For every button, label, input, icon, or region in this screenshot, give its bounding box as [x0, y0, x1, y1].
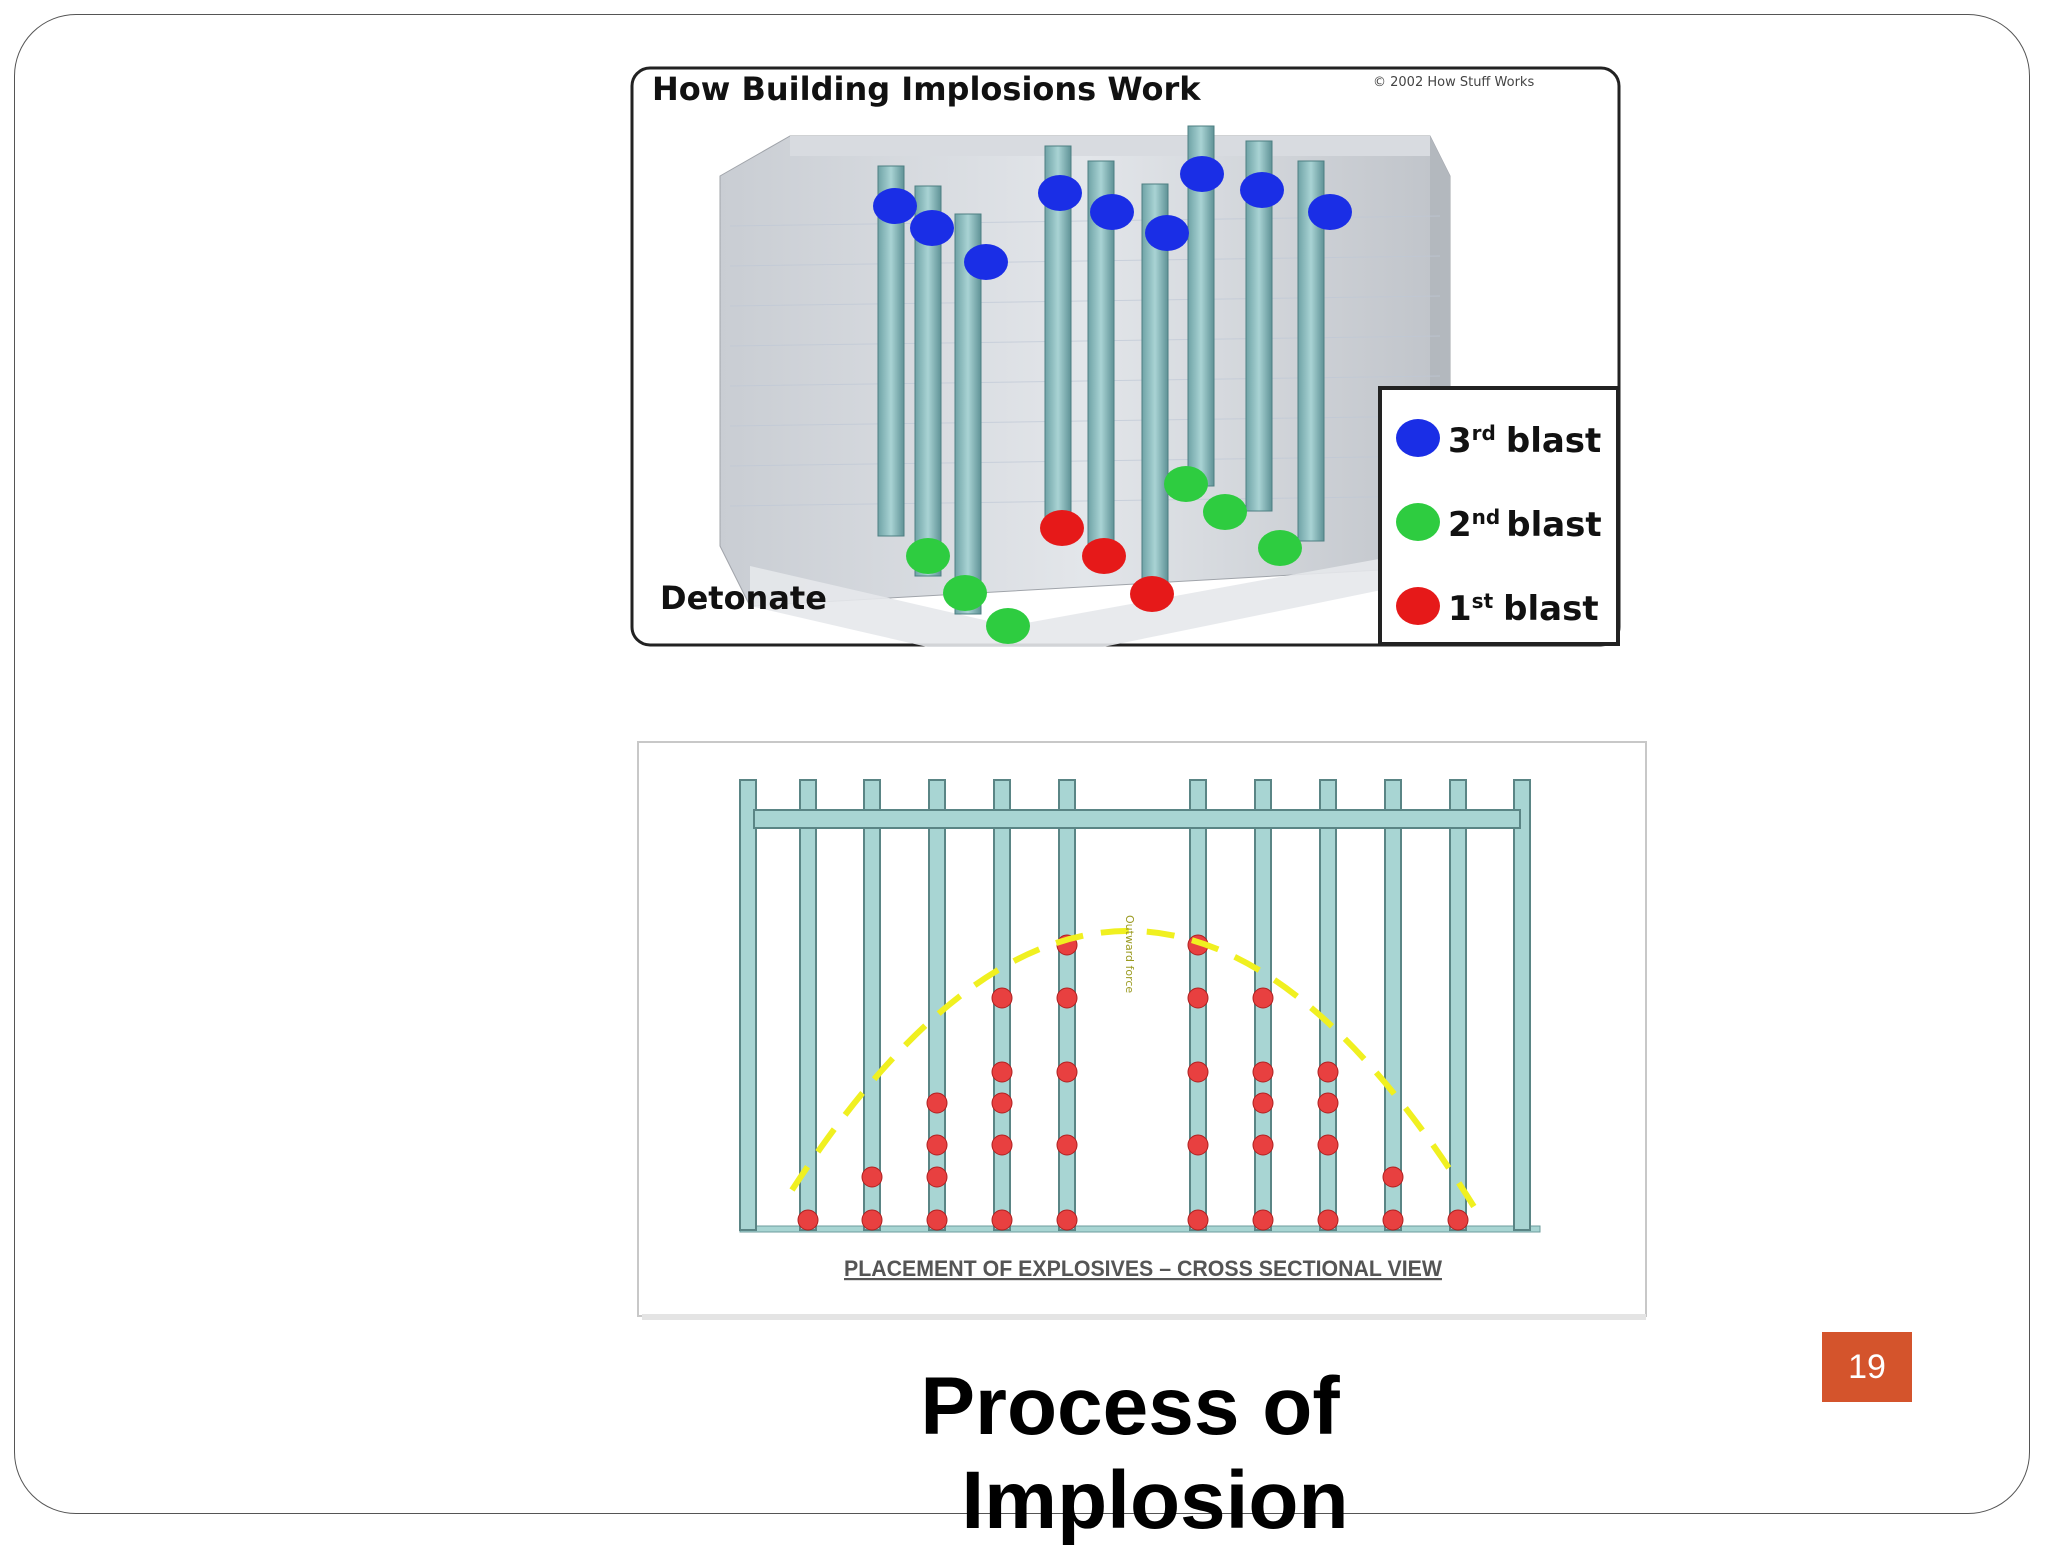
charge-dot	[991, 987, 1013, 1009]
charge-dot	[926, 1166, 948, 1188]
charge-dot	[861, 1166, 883, 1188]
charge-dot	[1382, 1166, 1404, 1188]
section-column	[1384, 779, 1402, 1231]
charge-dot	[1252, 987, 1274, 1009]
title-line-1: Process of	[920, 1361, 1340, 1452]
charge-dot	[991, 1209, 1013, 1231]
page-number-badge: 19	[1822, 1332, 1912, 1402]
section-column	[1319, 779, 1337, 1231]
curve-label: Outward force	[1123, 915, 1136, 993]
cross-section-figure: Outward force PLACEMENT OF EXPLOSIVES – …	[637, 741, 1647, 1320]
top-beam	[753, 809, 1521, 829]
outward-force-curve	[789, 927, 1479, 1212]
charge-dot	[1056, 1061, 1078, 1083]
legend-1-sup: st	[1472, 589, 1494, 613]
legend-3-sup: rd	[1472, 421, 1496, 445]
charge-dot	[1056, 1134, 1078, 1156]
legend-2-sup: nd	[1472, 505, 1501, 529]
legend-2-text: blast	[1506, 505, 1601, 545]
copyright-text: © 2002 How Stuff Works	[1373, 75, 1534, 90]
charge-dot	[926, 1209, 948, 1231]
building-columns	[877, 125, 1325, 615]
section-column	[739, 779, 757, 1231]
title-line-2: Implosion	[961, 1455, 1349, 1546]
charge-dot	[926, 1092, 948, 1114]
detonate-caption: Detonate	[660, 579, 827, 617]
charge-dot	[1187, 1209, 1209, 1231]
legend-1-text: blast	[1503, 589, 1598, 629]
charge-dot	[991, 1134, 1013, 1156]
charge-dot	[991, 1061, 1013, 1083]
charge-dot	[991, 1092, 1013, 1114]
charge-dot	[1317, 1209, 1339, 1231]
charge-dot	[1252, 1134, 1274, 1156]
section-columns	[739, 779, 1531, 1231]
charge-dot	[1382, 1209, 1404, 1231]
section-column	[1513, 779, 1531, 1231]
charge-dot	[1187, 1134, 1209, 1156]
charge-dot	[1056, 1209, 1078, 1231]
legend-3-text: blast	[1506, 421, 1601, 461]
charge-dot	[1447, 1209, 1469, 1231]
legend-3-num: 3	[1448, 421, 1472, 461]
charge-dot	[1187, 1061, 1209, 1083]
section-column	[799, 779, 817, 1231]
explosive-charges	[797, 934, 1469, 1231]
charge-dot	[1252, 1061, 1274, 1083]
slide-frame	[14, 14, 2030, 1514]
charge-dot	[1252, 1092, 1274, 1114]
third-blast-charges	[873, 156, 1352, 280]
charge-dot	[1317, 1092, 1339, 1114]
charge-dot	[797, 1209, 819, 1231]
first-blast-charges	[1040, 510, 1174, 612]
charge-dot	[1317, 1134, 1339, 1156]
building-implosion-figure: How Building Implosions Work © 2002 How …	[630, 66, 1621, 647]
charge-dot	[1317, 1061, 1339, 1083]
legend-1-num: 1	[1448, 589, 1472, 629]
legend-2-num: 2	[1448, 505, 1472, 545]
charge-dot	[1187, 987, 1209, 1009]
cross-section-caption: PLACEMENT OF EXPLOSIVES – CROSS SECTIONA…	[844, 1256, 1442, 1281]
section-column	[1449, 779, 1467, 1231]
charge-dot	[1056, 987, 1078, 1009]
section-column	[863, 779, 881, 1231]
slide-title: Process of Implosion	[860, 1360, 1400, 1548]
section-column	[928, 779, 946, 1231]
charge-dot	[861, 1209, 883, 1231]
charge-dot	[1252, 1209, 1274, 1231]
figure-heading: How Building Implosions Work	[652, 70, 1201, 108]
charge-dot	[926, 1134, 948, 1156]
second-blast-charges	[906, 466, 1302, 644]
